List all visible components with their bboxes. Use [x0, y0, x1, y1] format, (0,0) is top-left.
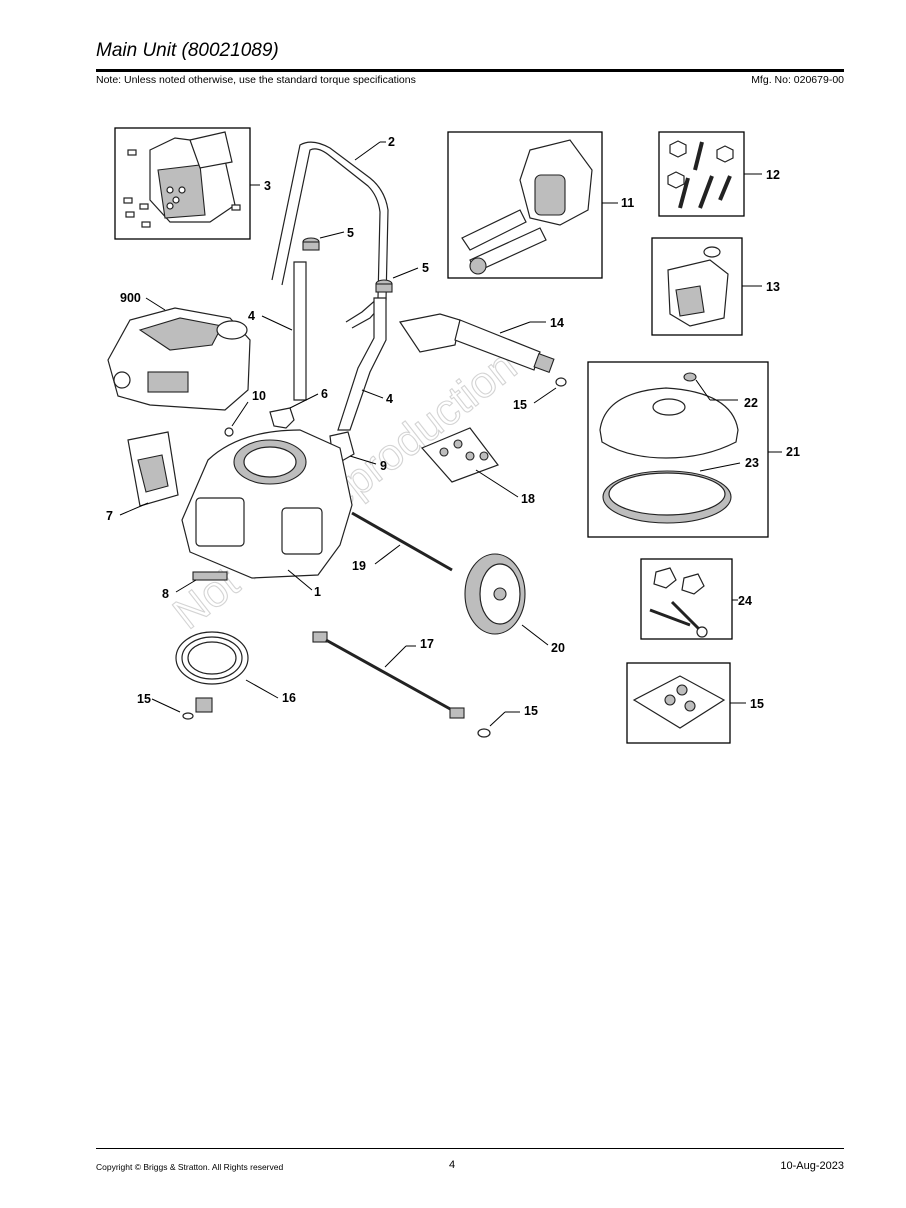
pump-part	[461, 139, 593, 275]
engine-part	[107, 307, 251, 411]
callout-900: 900	[120, 291, 141, 305]
part-box-24	[640, 558, 733, 640]
part-box-11	[447, 131, 603, 279]
o-ring-part	[182, 712, 194, 720]
footer-rule	[96, 1148, 844, 1149]
surface-cleaner-part	[599, 372, 739, 459]
o-ring-kit-part	[632, 675, 726, 729]
callout-15c: 15	[524, 704, 538, 718]
washer-part	[224, 427, 234, 437]
callout-16: 16	[282, 691, 296, 705]
callout-18: 18	[521, 492, 535, 506]
spray-gun-part	[399, 313, 555, 374]
callout-5a: 5	[347, 226, 354, 240]
part-box-21	[587, 361, 769, 538]
page-number: 4	[449, 1159, 456, 1171]
copyright: Copyright © Briggs & Stratton. All Right…	[96, 1162, 284, 1172]
callout-5b: 5	[422, 261, 429, 275]
part-box-3	[114, 127, 251, 240]
wheel-part	[464, 553, 526, 635]
callout-6: 6	[321, 387, 328, 401]
axle-part	[351, 511, 453, 572]
callout-19: 19	[352, 559, 366, 573]
callout-10: 10	[252, 389, 266, 403]
bolt-kit-part	[667, 140, 734, 209]
main-frame-part	[181, 429, 353, 579]
callout-3: 3	[264, 179, 271, 193]
callout-15d: 15	[750, 697, 764, 711]
callout-12: 12	[766, 168, 780, 182]
front-panel-part	[127, 431, 179, 507]
callout-11: 11	[621, 196, 634, 210]
callout-15a: 15	[137, 692, 151, 706]
o-ring-part	[477, 728, 491, 738]
nozzle-set-part	[420, 427, 499, 483]
handle-cap-part	[302, 237, 393, 293]
control-panel-part	[123, 131, 241, 228]
brush-ring-part	[602, 470, 732, 524]
header-rule	[96, 69, 844, 72]
mfg-number: Mfg. No: 020679-00	[751, 74, 844, 86]
revision-date: 10-Aug-2023	[780, 1160, 844, 1172]
callout-2: 2	[388, 135, 395, 149]
page-title: Main Unit (80021089)	[96, 40, 279, 61]
hose-part	[175, 631, 249, 713]
callout-17: 17	[420, 637, 434, 651]
callout-4a: 4	[248, 309, 255, 323]
callout-21: 21	[786, 445, 800, 459]
callout-1: 1	[314, 585, 321, 599]
foam-strip-part	[192, 571, 228, 581]
detergent-tank-part	[667, 246, 729, 327]
callout-7: 7	[106, 509, 113, 523]
spray-lance-part	[312, 631, 465, 719]
o-ring-part	[555, 377, 567, 387]
callout-13: 13	[766, 280, 780, 294]
callout-22: 22	[744, 396, 758, 410]
callout-14: 14	[550, 316, 564, 330]
knob-kit-part	[649, 567, 708, 638]
callout-9: 9	[380, 459, 387, 473]
callout-23: 23	[745, 456, 759, 470]
torque-note: Note: Unless noted otherwise, use the st…	[96, 74, 416, 86]
callout-4b: 4	[386, 392, 393, 406]
callout-8: 8	[162, 587, 169, 601]
callout-24: 24	[738, 594, 752, 608]
callout-20: 20	[551, 641, 565, 655]
callout-15b: 15	[513, 398, 527, 412]
